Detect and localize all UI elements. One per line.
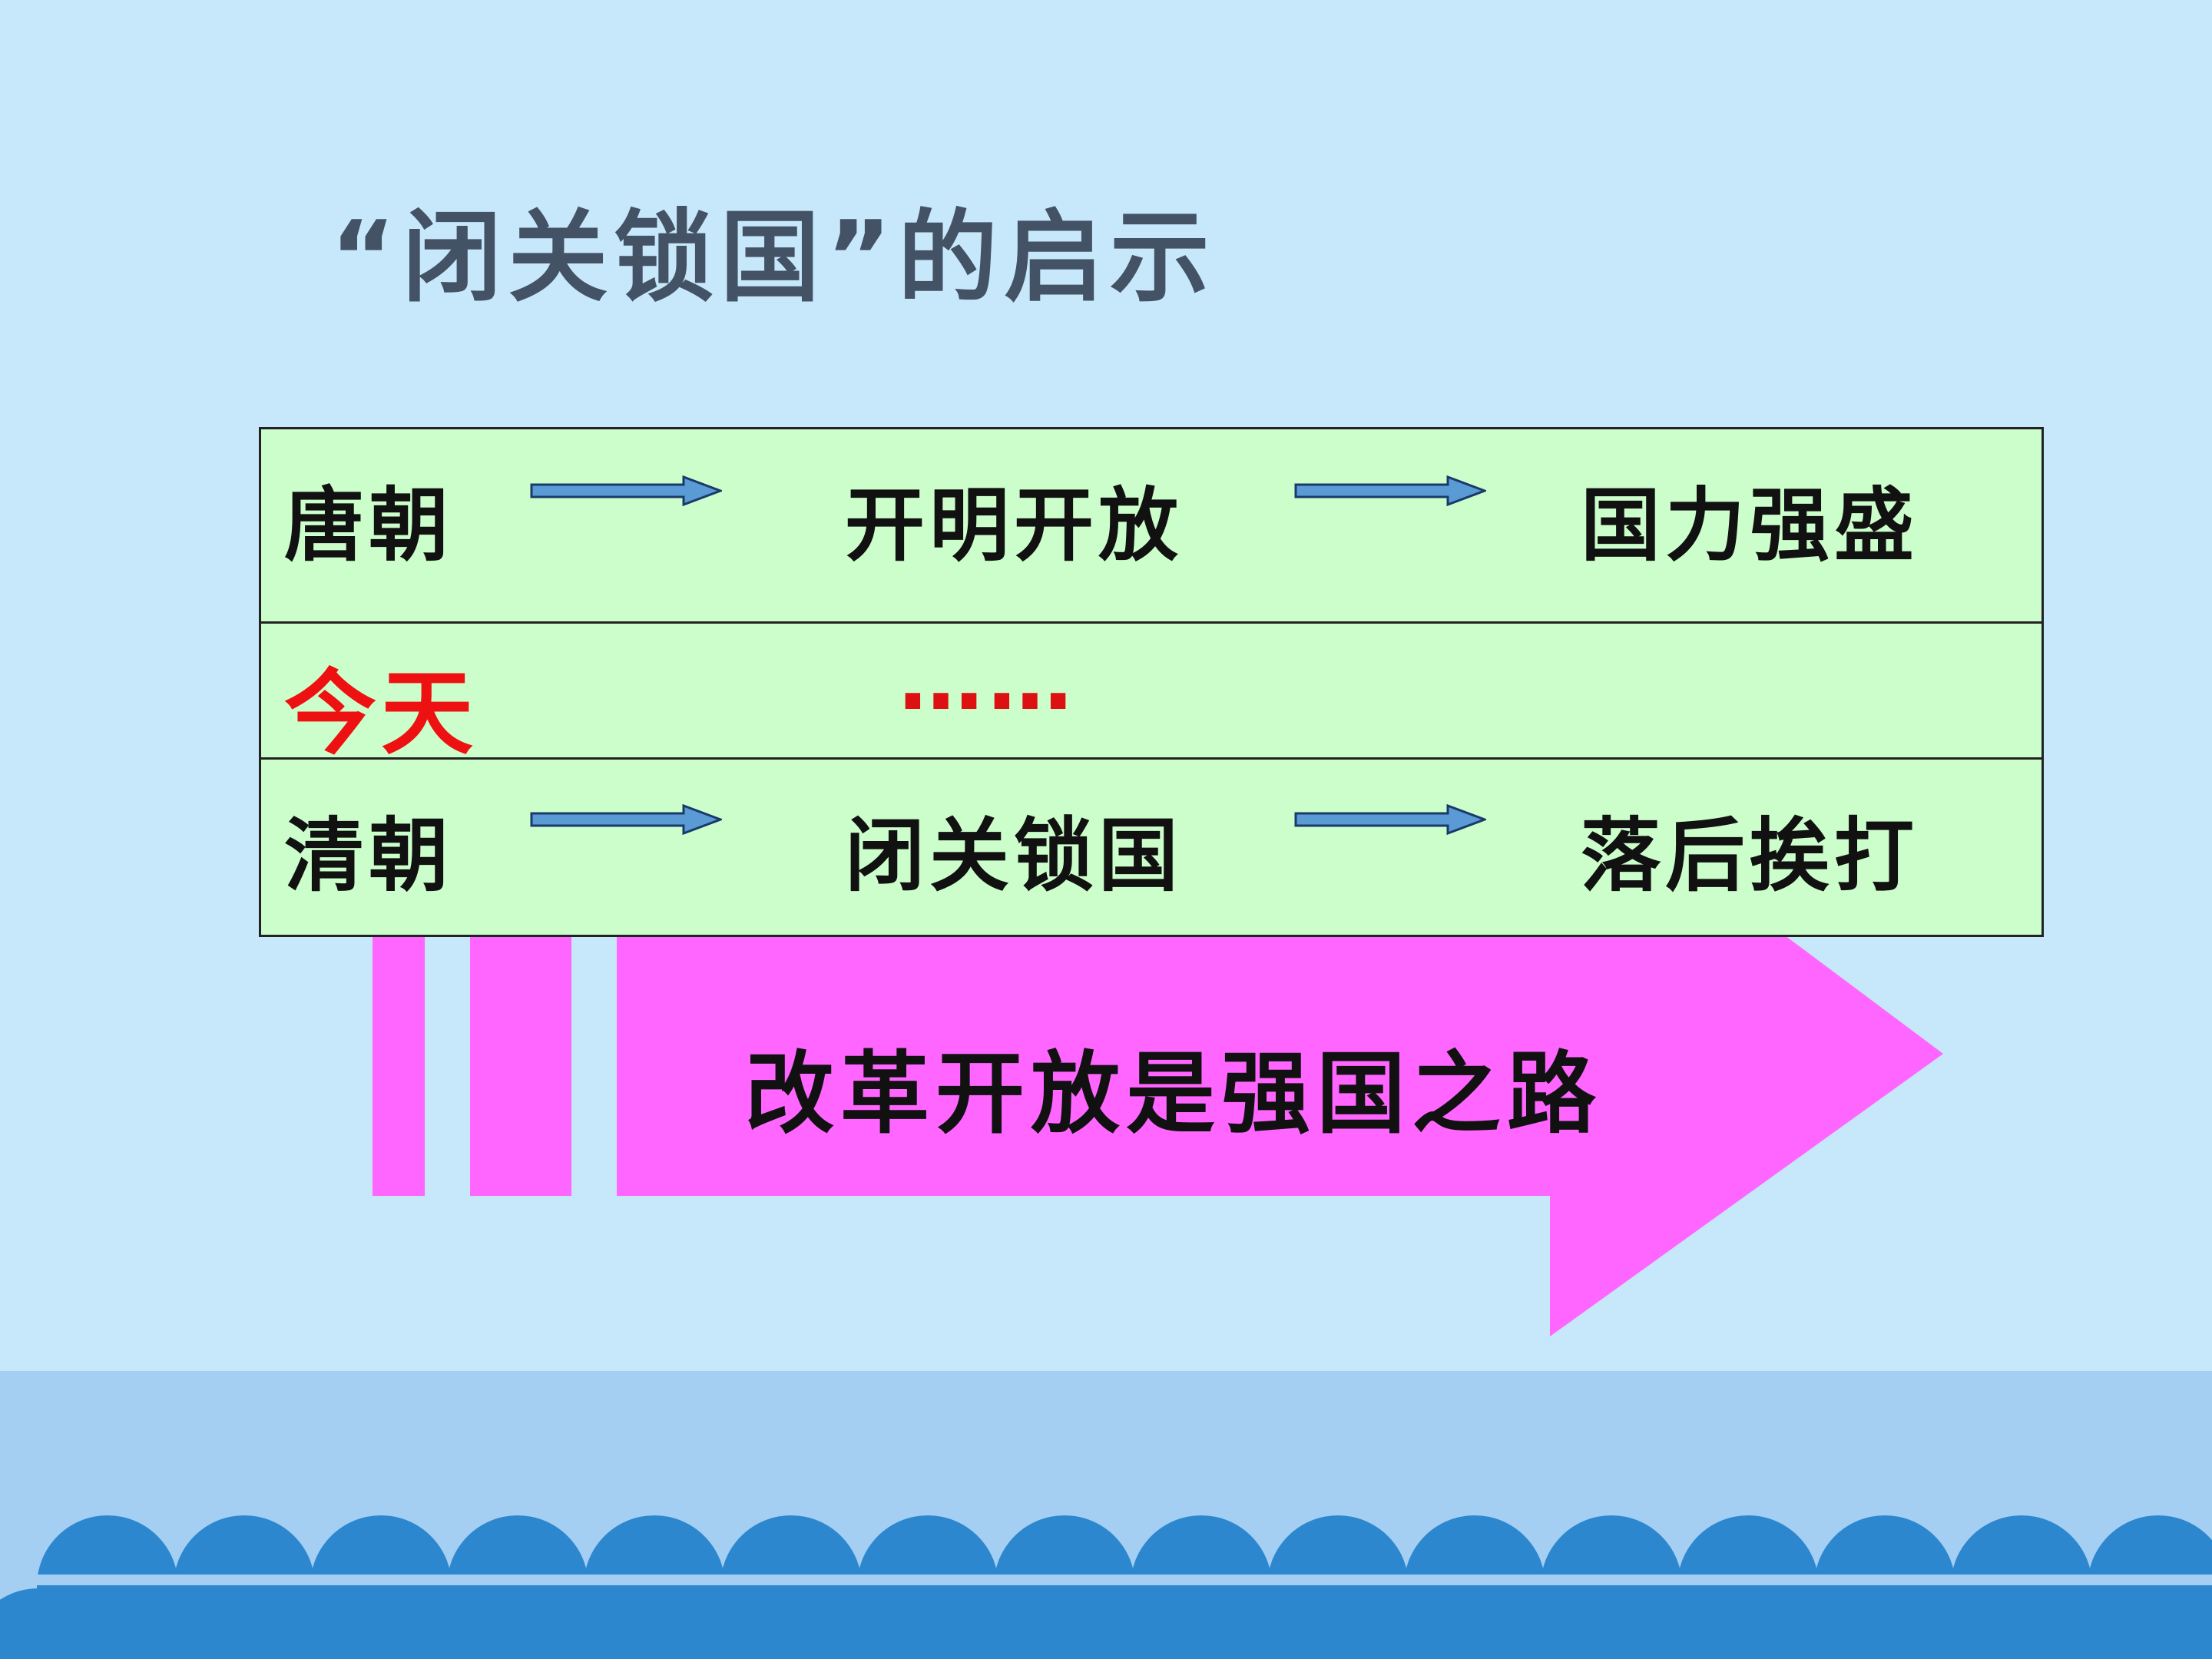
row-2-era: 今天 xyxy=(284,661,478,767)
right-arrow-icon xyxy=(1294,475,1486,506)
wave-decoration xyxy=(0,1515,2212,1659)
row-1-policy: 开明开放 xyxy=(845,478,1184,572)
row-divider xyxy=(261,757,2041,760)
row-1-era: 唐朝 xyxy=(284,478,454,572)
slide-title: “闭关锁国”的启示 xyxy=(330,199,1216,316)
row-3-policy: 闭关锁国 xyxy=(845,809,1184,902)
right-arrow-icon xyxy=(530,804,722,835)
row-1-result: 国力强盛 xyxy=(1581,478,1919,572)
row-3-result: 落后挨打 xyxy=(1581,809,1919,902)
row-2-ellipsis: …… xyxy=(899,631,1077,729)
banner-text: 改革开放是强国之路 xyxy=(745,1042,1602,1146)
row-3-era: 清朝 xyxy=(284,809,454,902)
right-arrow-icon xyxy=(530,475,722,506)
banner-arrow-body xyxy=(617,933,1943,1336)
comparison-table: 唐朝 开明开放 国力强盛 今天 …… 清朝 闭关锁国 落后挨打 xyxy=(259,427,2044,937)
right-arrow-icon xyxy=(1294,804,1486,835)
banner-stripe-1 xyxy=(373,933,425,1196)
banner-stripe-2 xyxy=(470,933,571,1196)
row-divider xyxy=(261,621,2041,624)
